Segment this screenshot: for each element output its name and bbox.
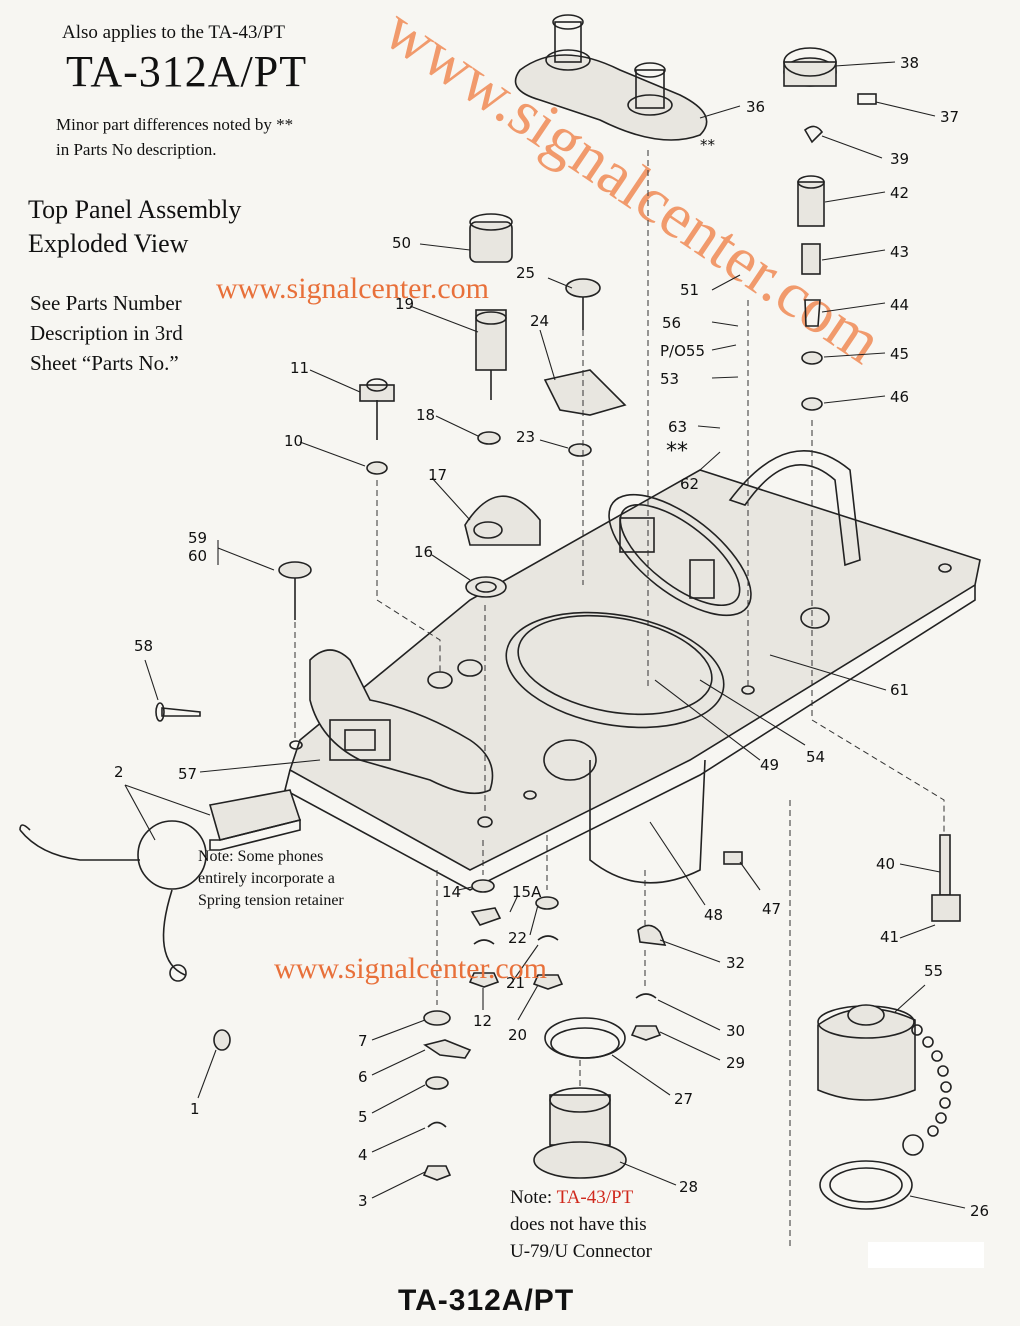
label-63: 63 — [668, 418, 687, 436]
label-46: 46 — [890, 388, 909, 406]
left-parts — [155, 213, 627, 722]
section-title: Top Panel Assembly Exploded View — [28, 195, 242, 258]
label-48: 48 — [704, 906, 723, 924]
top-panel-plate — [284, 469, 981, 891]
connector-note: Note: TA-43/PT does not have this U-79/U… — [510, 1184, 652, 1265]
label-32: 32 — [726, 954, 745, 972]
label-44: 44 — [890, 296, 909, 314]
label-11: 11 — [290, 359, 309, 377]
label-15a: 15A — [512, 883, 542, 901]
label-3: 3 — [358, 1192, 368, 1210]
label-23: 23 — [516, 428, 535, 446]
label-10: 10 — [284, 432, 303, 450]
bottom-title: TA-312A/PT — [398, 1284, 575, 1317]
label-58: 58 — [134, 637, 153, 655]
label-16: 16 — [414, 543, 433, 561]
label-2: 2 — [114, 763, 124, 781]
connector-note-model: TA-43/PT — [556, 1187, 634, 1208]
label-14: 14 — [442, 883, 461, 901]
label-41: 41 — [880, 928, 899, 946]
connector-note-prefix: Note: — [510, 1187, 557, 1208]
binding-posts-36 — [514, 14, 708, 141]
spring-retainer — [19, 789, 302, 1051]
label-1: 1 — [190, 1100, 200, 1118]
label-57: 57 — [178, 765, 197, 783]
label-7: 7 — [358, 1032, 368, 1050]
label-p055: P/O55 — [660, 342, 705, 360]
washer-stack-left — [422, 879, 564, 1181]
label-26: 26 — [970, 1202, 989, 1220]
spring-retainer-note: Note: Some phones entirely incorporate a… — [198, 848, 344, 909]
receiver-housing — [505, 449, 861, 729]
bead-chain — [902, 1024, 952, 1156]
leader-lines — [124, 61, 966, 1209]
label-30: 30 — [726, 1022, 745, 1040]
label-43: 43 — [890, 243, 909, 261]
label-53: 53 — [660, 370, 679, 388]
label-18: 18 — [416, 406, 435, 424]
label-28: 28 — [679, 1178, 698, 1196]
label-21: 21 — [506, 974, 525, 992]
connector-note-line1: Note: TA-43/PT — [510, 1184, 652, 1211]
label-59: 59 — [188, 529, 207, 547]
connector-note-line3: U-79/U Connector — [510, 1241, 652, 1262]
assembly-lines — [294, 150, 945, 1250]
connector-note-line2: does not have this — [510, 1214, 647, 1235]
label-27: 27 — [674, 1090, 693, 1108]
label-17: 17 — [428, 466, 447, 484]
label-40: 40 — [876, 855, 895, 873]
double-star-2: ** — [666, 439, 688, 464]
minor-differences-note: Minor part differences noted by ** in Pa… — [56, 115, 294, 159]
label-5: 5 — [358, 1108, 368, 1126]
knob-stack — [783, 47, 877, 411]
label-61: 61 — [890, 681, 909, 699]
watermark-upper: www.signalcenter.com — [216, 272, 489, 305]
label-55: 55 — [924, 962, 943, 980]
u79-connector — [533, 1017, 627, 1179]
label-60: 60 — [188, 547, 207, 565]
lower-cylinder — [543, 739, 706, 884]
applies-note: Also applies to the TA-43/PT — [62, 22, 285, 43]
label-39: 39 — [890, 150, 909, 168]
page-title: TA-312A/PT — [66, 47, 308, 96]
label-50: 50 — [392, 234, 411, 252]
label-62: 62 — [680, 475, 699, 493]
label-38: 38 — [900, 54, 919, 72]
label-6: 6 — [358, 1068, 368, 1086]
label-25: 25 — [516, 264, 535, 282]
part-number-labels: 38 37 39 42 43 44 45 46 36 ** 50 25 19 2… — [114, 54, 989, 1220]
label-19: 19 — [395, 295, 414, 313]
label-29: 29 — [726, 1054, 745, 1072]
label-22: 22 — [508, 929, 527, 947]
see-parts-note: See Parts Number Description in 3rd Shee… — [30, 291, 183, 375]
label-45: 45 — [890, 345, 909, 363]
watermark-lower: www.signalcenter.com — [274, 952, 547, 985]
label-12: 12 — [473, 1012, 492, 1030]
label-20: 20 — [508, 1026, 527, 1044]
label-37: 37 — [940, 108, 959, 126]
handset-cradle — [309, 649, 494, 795]
blank-patch — [868, 1242, 984, 1268]
double-star-1: ** — [700, 136, 716, 154]
label-42: 42 — [890, 184, 909, 202]
label-54: 54 — [806, 748, 825, 766]
label-24: 24 — [530, 312, 549, 330]
label-49: 49 — [760, 756, 779, 774]
right-lower-parts — [630, 834, 961, 1210]
label-36: 36 — [746, 98, 765, 116]
label-47: 47 — [762, 900, 781, 918]
label-51: 51 — [680, 281, 699, 299]
label-4: 4 — [358, 1146, 368, 1164]
label-56: 56 — [662, 314, 681, 332]
